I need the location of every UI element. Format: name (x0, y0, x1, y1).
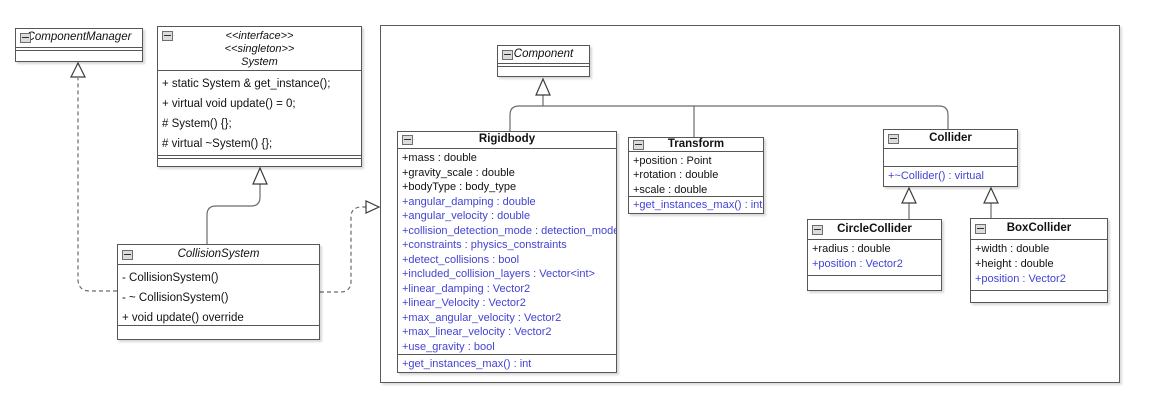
class-title-bar: Rigidbody (398, 132, 616, 149)
class-title-bar: Component (498, 46, 589, 64)
attribute-row: +use_gravity : bool (402, 340, 495, 353)
edge-subclasses-extend-component[interactable] (509, 77, 949, 137)
class-title-bar: Transform (629, 138, 763, 152)
collapse-icon[interactable] (162, 31, 173, 41)
empty-compartment (498, 67, 589, 75)
class-box-rigidbody[interactable]: Rigidbody +mass : double +gravity_scale … (397, 131, 617, 373)
attribute-row: +max_linear_velocity : Vector2 (402, 326, 552, 338)
class-box-boxcollider[interactable]: BoxCollider +width : double +height : do… (970, 218, 1108, 303)
class-name: CircleCollider (837, 222, 912, 235)
class-box-collider[interactable]: Collider +~Collider() : virtual (883, 129, 1018, 187)
empty-compartment (16, 51, 142, 60)
method-row: + static System & get_instance(); (162, 78, 331, 90)
class-name: System (241, 56, 278, 68)
edge-collisionsystem-extends-system[interactable] (206, 166, 268, 244)
attribute-row: +scale : double (633, 183, 708, 196)
collapse-icon[interactable] (812, 224, 823, 235)
attribute-row: +position : Point (633, 155, 712, 167)
attribute-row: +constraints : physics_constraints (402, 239, 567, 251)
member-row: - ~ CollisionSystem() (122, 292, 229, 304)
empty-compartment (971, 291, 1107, 300)
class-name: Rigidbody (478, 133, 536, 146)
compartment-divider (498, 64, 589, 67)
class-name: Component (513, 47, 574, 60)
class-title-bar: BoxCollider (971, 219, 1107, 240)
compartment-divider (158, 156, 361, 159)
edge-line (206, 184, 261, 244)
attribute-row: +detect_collisions : bool (402, 253, 520, 266)
hollow-triangle-arrowhead (70, 61, 86, 78)
empty-compartment (808, 276, 941, 288)
attribute-row: +height : double (975, 258, 1054, 270)
class-title-bar: CircleCollider (808, 220, 941, 240)
class-box-system[interactable]: <<interface>> <<singleton>> System + sta… (157, 26, 362, 167)
container-frame[interactable] (380, 25, 1120, 383)
hollow-triangle-arrowhead (535, 77, 551, 96)
hollow-triangle-arrowhead (901, 186, 917, 204)
class-box-transform[interactable]: Transform +position : Point +rotation : … (628, 137, 764, 214)
stereotype: <<interface>> (225, 30, 294, 42)
class-box-componentmanager[interactable]: ComponentManager (15, 28, 143, 62)
class-name: BoxCollider (1006, 222, 1072, 235)
collapse-icon[interactable] (122, 249, 133, 260)
class-name: Collider (929, 132, 972, 145)
class-box-component[interactable]: Component (497, 45, 590, 77)
class-box-collisionsystem[interactable]: CollisionSystem - CollisionSystem() - ~ … (117, 244, 320, 340)
class-name: CollisionSystem (177, 247, 260, 260)
method-row: # System() {}; (162, 118, 232, 130)
edge-circlecollider-extends-collider[interactable] (901, 186, 917, 219)
collapse-icon[interactable] (20, 33, 31, 43)
class-name: Transform (667, 137, 725, 150)
class-title-bar: <<interface>> <<singleton>> System (158, 27, 361, 71)
attribute-row: +collision_detection_mode : detection_mo… (402, 224, 616, 237)
collapse-icon[interactable] (633, 139, 644, 150)
attribute-row: +linear_damping : Vector2 (402, 282, 531, 295)
stereotype: <<singleton>> (224, 43, 295, 55)
attribute-row: +bodyType : body_type (402, 181, 517, 193)
hollow-triangle-arrowhead (983, 186, 999, 204)
empty-compartment (118, 326, 319, 336)
attribute-row: +linear_Velocity : Vector2 (402, 297, 526, 309)
attribute-row: +gravity_scale : double (402, 166, 515, 179)
attribute-row: +position : Vector2 (975, 273, 1066, 285)
attribute-row: +width : double (975, 243, 1050, 255)
hollow-triangle-arrowhead (365, 200, 381, 214)
method-row: # virtual ~System() {}; (162, 138, 273, 150)
class-name: ComponentManager (26, 31, 132, 44)
collapse-icon[interactable] (888, 134, 899, 144)
attribute-row: +position : Vector2 (812, 258, 903, 270)
collapse-icon[interactable] (402, 135, 413, 145)
class-title-bar: CollisionSystem (118, 245, 319, 265)
attribute-row: +angular_velocity : double (402, 210, 531, 222)
method-row: +~Collider() : virtual (888, 170, 984, 182)
class-title-bar: Collider (884, 130, 1017, 149)
method-row: +get_instances_max() : int (402, 358, 532, 370)
method-row: +get_instances_max() : int (633, 199, 763, 211)
member-row: + void update() override (122, 312, 244, 324)
class-box-circlecollider[interactable]: CircleCollider +radius : double +positio… (807, 219, 942, 291)
attribute-row: +max_angular_velocity : Vector2 (402, 311, 562, 324)
collapse-icon[interactable] (502, 49, 513, 60)
edge-line (509, 105, 949, 131)
attribute-row: +radius : double (812, 243, 891, 255)
attribute-row: +mass : double (402, 152, 477, 164)
hollow-triangle-arrowhead (252, 166, 268, 185)
attribute-row: +included_collision_layers : Vector<int> (402, 268, 595, 280)
edge-boxcollider-extends-collider[interactable] (983, 186, 999, 218)
attribute-row: +rotation : double (633, 169, 719, 182)
collapse-icon[interactable] (975, 224, 986, 234)
edge-line (320, 206, 366, 293)
edge-collisionsystem-depends-container[interactable] (320, 200, 381, 293)
empty-compartment (884, 149, 1017, 167)
member-row: - CollisionSystem() (122, 272, 219, 284)
method-row: + virtual void update() = 0; (162, 98, 296, 110)
edge-line (77, 78, 117, 292)
attribute-row: +angular_damping : double (402, 195, 536, 208)
empty-compartment (158, 159, 361, 163)
class-title-bar: ComponentManager (16, 29, 142, 48)
edge-collisionsystem-realizes-componentmanager[interactable] (70, 61, 117, 292)
compartment-divider (16, 48, 142, 51)
